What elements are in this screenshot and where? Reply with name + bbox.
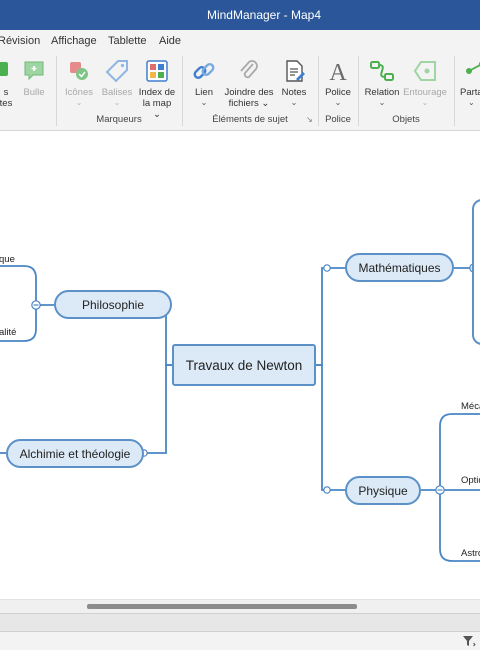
chevron-down-icon: ⌄: [421, 98, 429, 107]
tab-aide[interactable]: Aide: [159, 35, 182, 47]
paperclip-icon: [240, 60, 258, 79]
map-index-icon: [146, 60, 168, 82]
menu-bar: Révision Affichage Tablette Aide: [0, 30, 480, 52]
bulle-button[interactable]: Bulle: [18, 58, 50, 98]
icones-button[interactable]: Icônes ⌄: [62, 58, 96, 107]
index-map-button[interactable]: Index de la map ⌄: [138, 58, 176, 120]
title-bar: MindManager - Map4: [0, 0, 480, 30]
document-tab-strip: [0, 613, 480, 631]
subtopic-label[interactable]: Optiq: [461, 475, 480, 486]
scrollbar-thumb[interactable]: [87, 604, 357, 609]
relation-icon: [370, 61, 394, 81]
topic-physique[interactable]: Physique: [345, 476, 421, 505]
entourage-button[interactable]: Entourage ⌄: [402, 58, 448, 107]
ribbon-separator: [56, 56, 57, 126]
group-label-objets: Objets: [392, 114, 420, 125]
status-bar: [0, 631, 480, 650]
topic-mathematiques[interactable]: Mathématiques: [345, 253, 454, 282]
callout-partial-button[interactable]: s tes: [0, 58, 16, 109]
boundary-icon: [413, 61, 436, 81]
notes-icon: [286, 60, 305, 82]
ribbon: s tes Bulle Icônes ⌄ Balis: [0, 52, 480, 131]
chevron-down-icon: ⌄: [290, 98, 298, 107]
partager-button[interactable]: Parta ⌄: [460, 58, 480, 107]
chevron-down-icon: ⌄: [261, 98, 270, 109]
topic-philosophie[interactable]: Philosophie: [54, 290, 172, 319]
subtopic-label[interactable]: Astro: [461, 548, 480, 559]
map-canvas[interactable]: Travaux de Newton Philosophie Alchimie e…: [0, 131, 480, 599]
chevron-down-icon: ⌄: [378, 98, 386, 107]
group-label-police: Police: [325, 114, 351, 125]
tab-revision[interactable]: Révision: [0, 35, 41, 47]
share-icon: [466, 61, 480, 74]
group-label-marqueurs: Marqueurs: [96, 114, 142, 125]
connector-dot: [323, 486, 331, 494]
speech-bubble-icon: [24, 61, 44, 81]
topic-alchimie-theologie[interactable]: Alchimie et théologie: [6, 439, 144, 468]
police-button[interactable]: A Police ⌄: [322, 58, 354, 107]
chevron-down-icon: ⌄: [334, 98, 342, 107]
tab-tablette[interactable]: Tablette: [108, 35, 147, 47]
notes-button[interactable]: Notes ⌄: [278, 58, 310, 107]
chevron-down-icon: ⌄: [468, 98, 475, 107]
chevron-down-icon: ⌄: [200, 98, 208, 107]
chevron-down-icon: ⌄: [75, 98, 83, 107]
mathematiques-subtopic-box: [472, 199, 480, 345]
icons-marker-icon: [70, 62, 88, 80]
window-title: MindManager - Map4: [206, 8, 322, 22]
relation-button[interactable]: Relation ⌄: [364, 58, 400, 107]
filter-icon[interactable]: [462, 635, 476, 650]
joindre-fichiers-button[interactable]: Joindre des fichiers ⌄: [224, 58, 274, 109]
subtopic-label[interactable]: Méca: [461, 401, 480, 412]
balises-button[interactable]: Balises ⌄: [100, 58, 134, 107]
link-icon: [193, 63, 215, 79]
horizontal-scrollbar[interactable]: [0, 599, 480, 613]
dialog-launcher-icon[interactable]: ↘: [306, 115, 313, 124]
tag-icon: [105, 60, 128, 83]
chevron-down-icon: ⌄: [113, 98, 121, 107]
callout-icon: [0, 62, 8, 76]
ribbon-separator: [318, 56, 319, 126]
central-topic[interactable]: Travaux de Newton: [172, 344, 316, 386]
map-connectors: [0, 199, 480, 562]
ribbon-separator: [182, 56, 183, 126]
tab-affichage[interactable]: Affichage: [51, 35, 97, 47]
ribbon-separator: [358, 56, 359, 126]
subtopic-label[interactable]: que: [0, 254, 15, 265]
font-icon: A: [329, 60, 347, 84]
ribbon-separator: [454, 56, 455, 126]
subtopic-label[interactable]: alité: [0, 327, 17, 338]
lien-button[interactable]: Lien ⌄: [188, 58, 220, 107]
group-label-elements: Éléments de sujet: [212, 114, 288, 125]
connector-dot: [323, 264, 331, 272]
svg-text:A: A: [329, 60, 347, 84]
chevron-down-icon: ⌄: [153, 109, 161, 120]
